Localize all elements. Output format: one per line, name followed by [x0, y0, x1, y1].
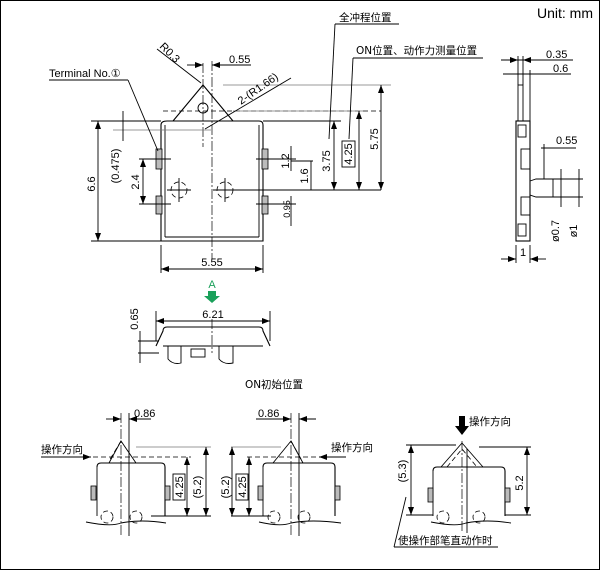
dim-on-height: 4.25 — [343, 143, 355, 164]
dim-offset-1: 0.86 — [134, 408, 155, 420]
direction-label-1: 操作方向 — [41, 443, 83, 456]
dim-free-height-left: (5.3) — [397, 460, 409, 483]
lever-side — [517, 84, 524, 122]
dim-free-height: 5.75 — [369, 128, 381, 149]
dim-pad-spacing: 1.6 — [299, 168, 311, 183]
dim-pad-pitch: 2.4 — [130, 174, 142, 189]
front-view: A 6.21 0.65 ON初始位置 — [129, 279, 303, 391]
dim-free-height-right: 5.2 — [514, 475, 526, 490]
dim-boss-protrusion: 0.55 — [556, 135, 577, 147]
dim-body-width: 5.55 — [201, 257, 222, 269]
dim-actuator-radius: 2-(R1.66) — [236, 71, 281, 107]
view-arrow-icon — [204, 291, 220, 303]
dim-front-height: 0.65 — [129, 308, 141, 329]
on-initial-label: ON初始位置 — [245, 378, 303, 391]
terminal-pad — [155, 195, 163, 215]
body-side — [515, 120, 531, 242]
terminal-pad — [261, 195, 269, 215]
dim-free-height-1: (5.2) — [192, 476, 204, 499]
dim-pad-small: 0.95 — [282, 200, 292, 218]
dim-pad-offset: (0.475) — [110, 149, 122, 184]
dim-tip-radius: R0.3 — [157, 41, 182, 66]
dim-full-stroke: 3.75 — [321, 150, 333, 171]
view-arrow-label: A — [208, 279, 216, 291]
dim-free-height-2: (5.2) — [220, 476, 232, 499]
dim-offset-2: 0.86 — [258, 408, 279, 420]
dim-overall-width: 6.21 — [202, 309, 223, 321]
dim-actuator-offset: 0.55 — [229, 54, 250, 66]
boss — [529, 178, 554, 198]
dim-pad-width: 1.2 — [280, 153, 292, 168]
direction-label-3: 操作方向 — [469, 415, 511, 428]
body-front — [155, 326, 271, 347]
switch-body — [160, 120, 264, 242]
bottom-view-2: 0.86 操作方向 4.25 (5.2) — [220, 408, 373, 536]
top-view: 6.6 (0.475) 2.4 1.2 1.6 0.95 3.75 4.25 — [49, 11, 483, 259]
full-stroke-label: 全冲程位置 — [339, 11, 392, 24]
dim-boss-outer: ø1 — [568, 225, 580, 238]
terminal-label: Terminal No.① — [49, 68, 121, 80]
down-arrow-icon — [455, 416, 469, 435]
bottom-view-3: 操作方向 (5.3) 5.2 使操作部笔直动作时 — [393, 415, 531, 548]
dim-overall-height: 6.6 — [86, 176, 98, 191]
dim-lever-outer: 0.6 — [553, 63, 568, 75]
dim-boss-inner: ø0.7 — [550, 220, 562, 242]
unit-label: Unit: mm — [537, 5, 593, 21]
direction-label-2: 操作方向 — [331, 441, 373, 454]
dim-on-height-1: 4.25 — [174, 476, 186, 497]
side-view: 0.35 0.6 0.55 ø0.7 ø1 1 — [501, 49, 583, 263]
dim-body-thickness: 1 — [520, 247, 526, 259]
on-position-label: ON位置、动作力测量位置 — [356, 44, 477, 57]
straight-operation-note: 使操作部笔直动作时 — [398, 534, 493, 547]
dim-on-height-2: 4.25 — [237, 476, 249, 497]
bottom-view-1: 0.86 操作方向 4.25 (5.2) — [41, 408, 211, 536]
dim-lever-thickness: 0.35 — [546, 49, 567, 61]
